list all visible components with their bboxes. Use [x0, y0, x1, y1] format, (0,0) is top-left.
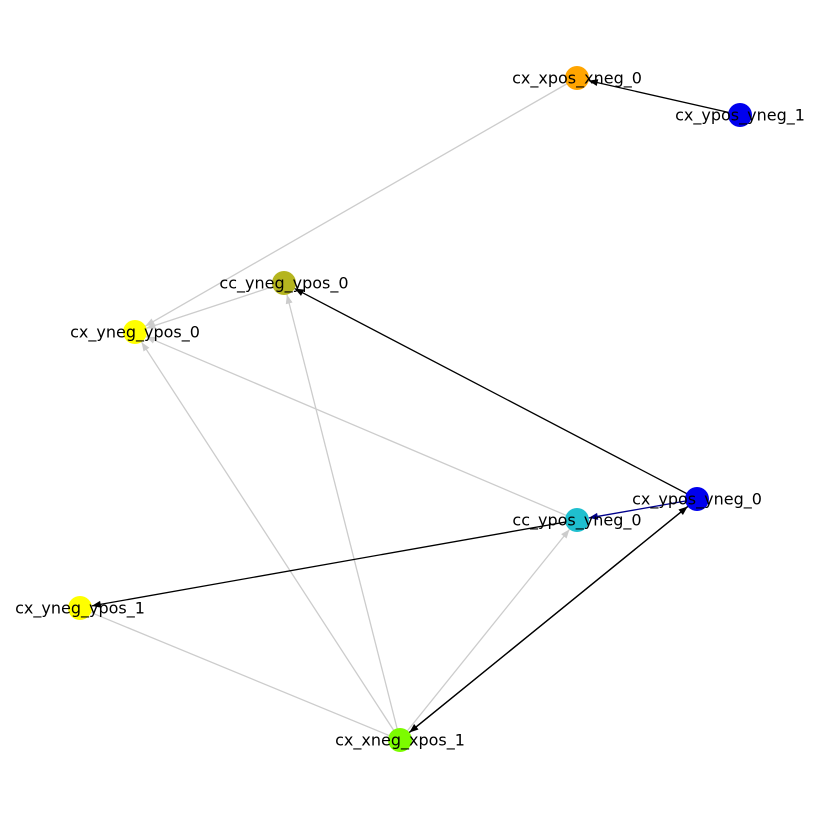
edge-cx_xneg_xpos_1-to-cx_ypos_yneg_0 [399, 506, 689, 741]
arrowhead-cx_ypos_yneg_0-to-cc_yneg_ypos_0 [294, 288, 305, 296]
edge-cc_ypos_yneg_0-to-cx_yneg_ypos_0 [145, 336, 578, 521]
node-label-cx_ypos_yneg_0: cx_ypos_yneg_0 [632, 490, 762, 510]
arrowhead-cx_xneg_xpos_1-to-cx_ypos_yneg_0 [678, 506, 688, 515]
edge-cx_xneg_xpos_1-to-cc_yneg_ypos_0 [286, 294, 401, 741]
arrowhead-cx_ypos_yneg_0-to-cc_ypos_yneg_0 [588, 512, 599, 520]
node-label-cc_yneg_ypos_0: cc_yneg_ypos_0 [219, 274, 348, 294]
node-label-cx_xneg_xpos_1: cx_xneg_xpos_1 [335, 731, 465, 751]
arrowhead-cx_xneg_xpos_1-to-cc_ypos_yneg_0 [561, 529, 570, 539]
node-label-cx_xpos_xneg_0: cx_xpos_xneg_0 [512, 69, 642, 89]
node-cx_xneg_xpos_1 [388, 728, 412, 752]
arrowhead-cx_xneg_xpos_1-to-cx_yneg_ypos_0 [141, 342, 150, 352]
node-cx_ypos_yneg_0 [685, 487, 709, 511]
arrowhead-cc_yneg_ypos_0-to-cx_yneg_ypos_0 [146, 322, 157, 329]
edge-cc_yneg_ypos_0-to-cx_yneg_ypos_0 [146, 282, 285, 329]
node-label-cx_ypos_yneg_1: cx_ypos_yneg_1 [675, 106, 805, 126]
edge-cx_xpos_xneg_0-to-cx_yneg_ypos_0 [145, 77, 578, 327]
edge-cc_ypos_yneg_0-to-cx_yneg_ypos_1 [91, 519, 578, 607]
nodes-layer [68, 66, 752, 752]
node-cx_ypos_yneg_1 [728, 103, 752, 127]
arrowhead-cc_ypos_yneg_0-to-cx_yneg_ypos_1 [91, 600, 102, 608]
arrowhead-cx_ypos_yneg_1-to-cx_xpos_xneg_0 [588, 79, 599, 87]
node-cx_yneg_ypos_0 [123, 320, 147, 344]
node-label-cx_yneg_ypos_0: cx_yneg_ypos_0 [70, 323, 200, 343]
node-label-cc_ypos_yneg_0: cc_ypos_yneg_0 [512, 511, 641, 531]
edge-cx_xneg_xpos_1-to-cx_yneg_ypos_1 [90, 611, 401, 741]
arrowhead-cc_ypos_yneg_0-to-cx_yneg_ypos_0 [146, 336, 156, 344]
arrowhead-cx_xneg_xpos_1-to-cc_yneg_ypos_0 [285, 294, 293, 305]
node-cx_xpos_xneg_0 [565, 66, 589, 90]
edge-cx_ypos_yneg_1-to-cx_xpos_xneg_0 [588, 80, 741, 116]
node-label-cx_yneg_ypos_1: cx_yneg_ypos_1 [15, 599, 145, 619]
node-cc_yneg_ypos_0 [272, 271, 296, 295]
edge-cx_xneg_xpos_1-to-cc_ypos_yneg_0 [399, 528, 570, 741]
edge-cx_xneg_xpos_1-to-cx_yneg_ypos_0 [140, 341, 401, 741]
edges-layer [90, 77, 741, 741]
node-cx_yneg_ypos_1 [68, 596, 92, 620]
node-cc_ypos_yneg_0 [565, 508, 589, 532]
edge-cx_ypos_yneg_0-to-cc_ypos_yneg_0 [588, 498, 698, 519]
edge-cx_ypos_yneg_0-to-cc_yneg_ypos_0 [294, 287, 698, 500]
labels-layer: cx_xpos_xneg_0 cx_ypos_yneg_1 cc_yneg_ypos… [15, 69, 805, 751]
